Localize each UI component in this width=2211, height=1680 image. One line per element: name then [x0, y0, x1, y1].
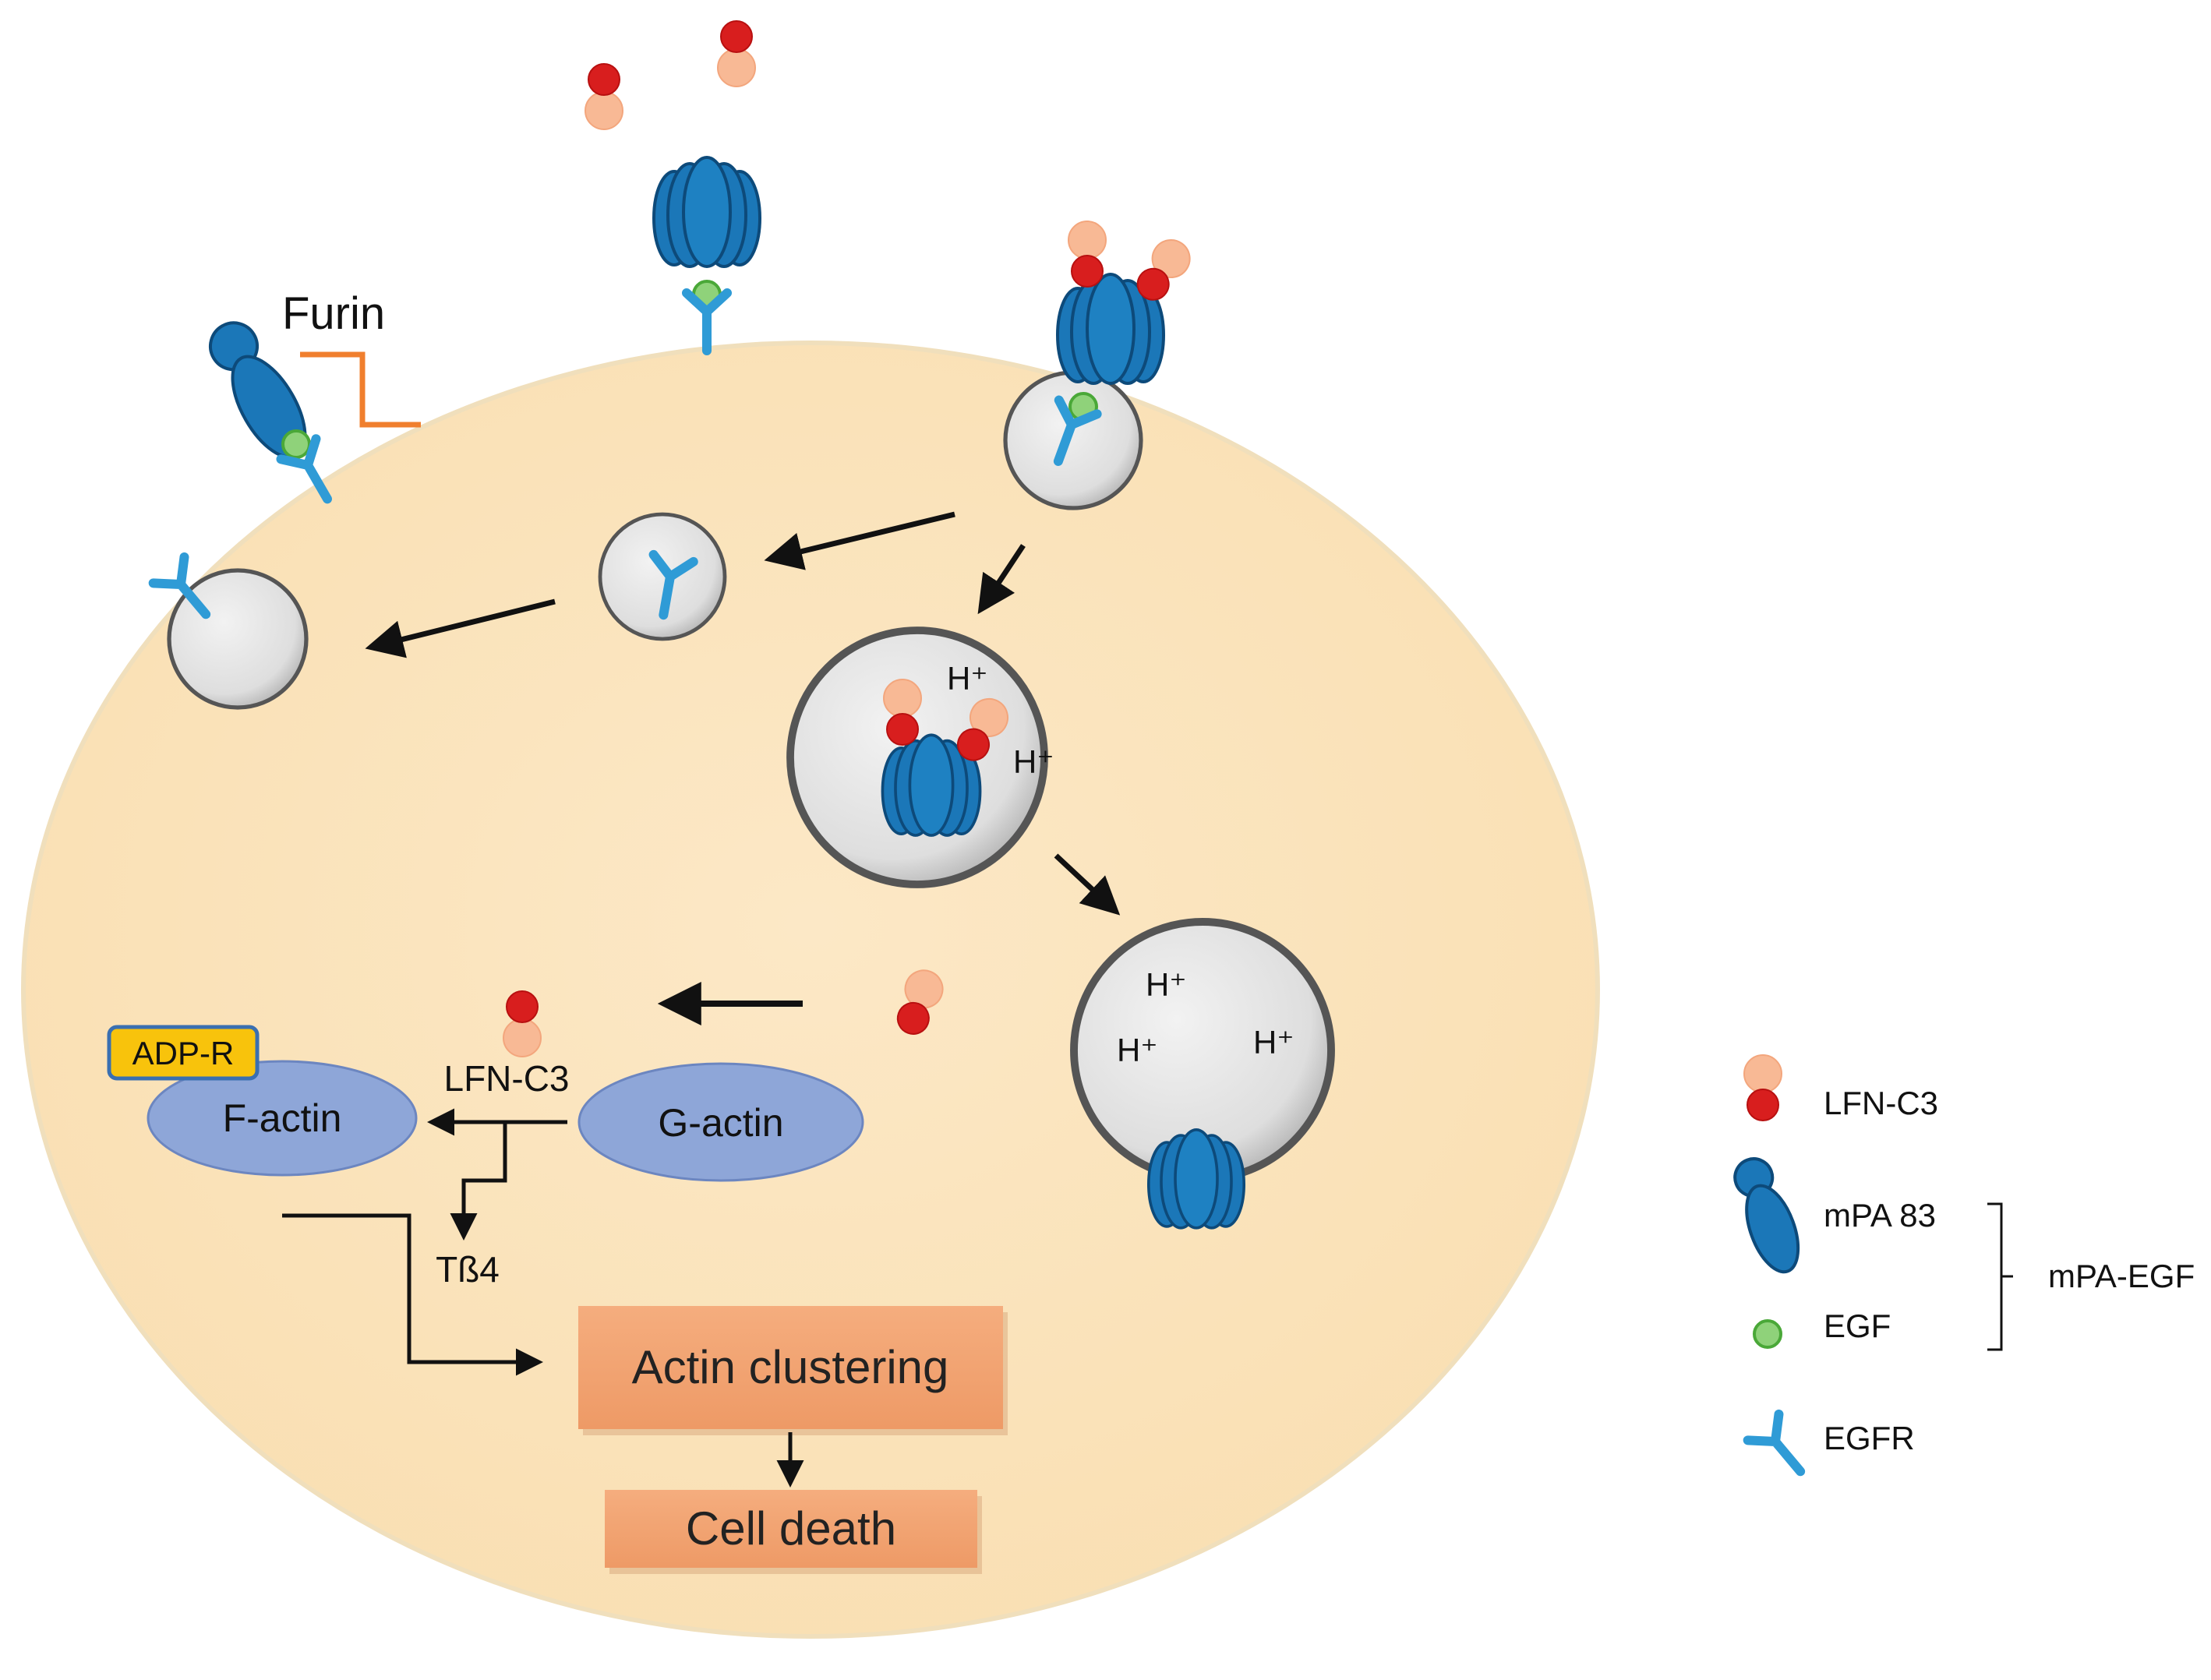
legend-label-egfr: EGFR [1824, 1420, 1915, 1456]
legend-group-label: mPA-EGF [2048, 1258, 2195, 1294]
cell-death-box [605, 1490, 977, 1568]
lfn-c3-free-1 [585, 63, 623, 130]
lfn-c3-free-2 [717, 20, 756, 87]
lfn-c3-reaction-label: LFN-C3 [443, 1058, 569, 1099]
arrow-recycle-1 [764, 511, 955, 570]
arrow-late-endosome [1054, 853, 1121, 916]
arrow-to-clustering [282, 1213, 543, 1376]
arrow-to-tb4 [450, 1122, 507, 1241]
h-plus-5: H⁺ [1253, 1024, 1294, 1061]
vesicle-entry [1005, 372, 1141, 508]
egf-left [281, 429, 311, 459]
h-plus-1: H⁺ [947, 660, 988, 697]
lfn-c3-icon [1743, 1054, 1782, 1121]
f-actin-node [147, 1060, 418, 1177]
adp-r-label: ADP-R [132, 1035, 235, 1071]
h-plus-4: H⁺ [1117, 1032, 1158, 1068]
legend-label-lfn-c3: LFN-C3 [1824, 1085, 1938, 1121]
cell-death-label: Cell death [686, 1502, 896, 1555]
furin-cleavage-line [300, 351, 421, 428]
mpa-heptamer-pore [1147, 1128, 1245, 1230]
arrow-endosome [977, 544, 1026, 615]
g-actin-node [577, 1062, 864, 1182]
f-actin-label: F-actin [223, 1096, 342, 1140]
h-plus-3: H⁺ [1146, 966, 1187, 1003]
actin-clustering-box [578, 1306, 1003, 1429]
tb4-label: Tß4 [436, 1249, 500, 1290]
furin-label: Furin [282, 288, 385, 339]
lfn-c3-cytosol [503, 990, 542, 1057]
arrow-recycle-2 [365, 598, 556, 658]
legend-label-mpa83: mPA 83 [1824, 1197, 1936, 1234]
adp-r-tag [107, 1025, 260, 1081]
legend-label-egf: EGF [1824, 1308, 1891, 1344]
legend: LFN-C3 mPA 83 EGF EGFR mPA-EGF [1733, 1054, 2195, 1484]
egf-icon [1753, 1319, 1782, 1349]
mpa-heptamer-top [652, 156, 761, 268]
legend-group-bracket [1987, 1202, 2013, 1351]
actin-clustering-label: Actin clustering [632, 1341, 949, 1393]
lfn-c3-entry-1 [1068, 221, 1107, 288]
g-actin-label: G-actin [658, 1101, 783, 1145]
vesicle-recycling-1 [600, 514, 725, 639]
lfn-c3-endosome-1 [883, 679, 922, 746]
h-plus-2: H⁺ [1013, 743, 1054, 780]
egfr-icon [1748, 1414, 1816, 1484]
cell-body [21, 341, 1600, 1639]
mpa83-icon [1733, 1157, 1800, 1274]
